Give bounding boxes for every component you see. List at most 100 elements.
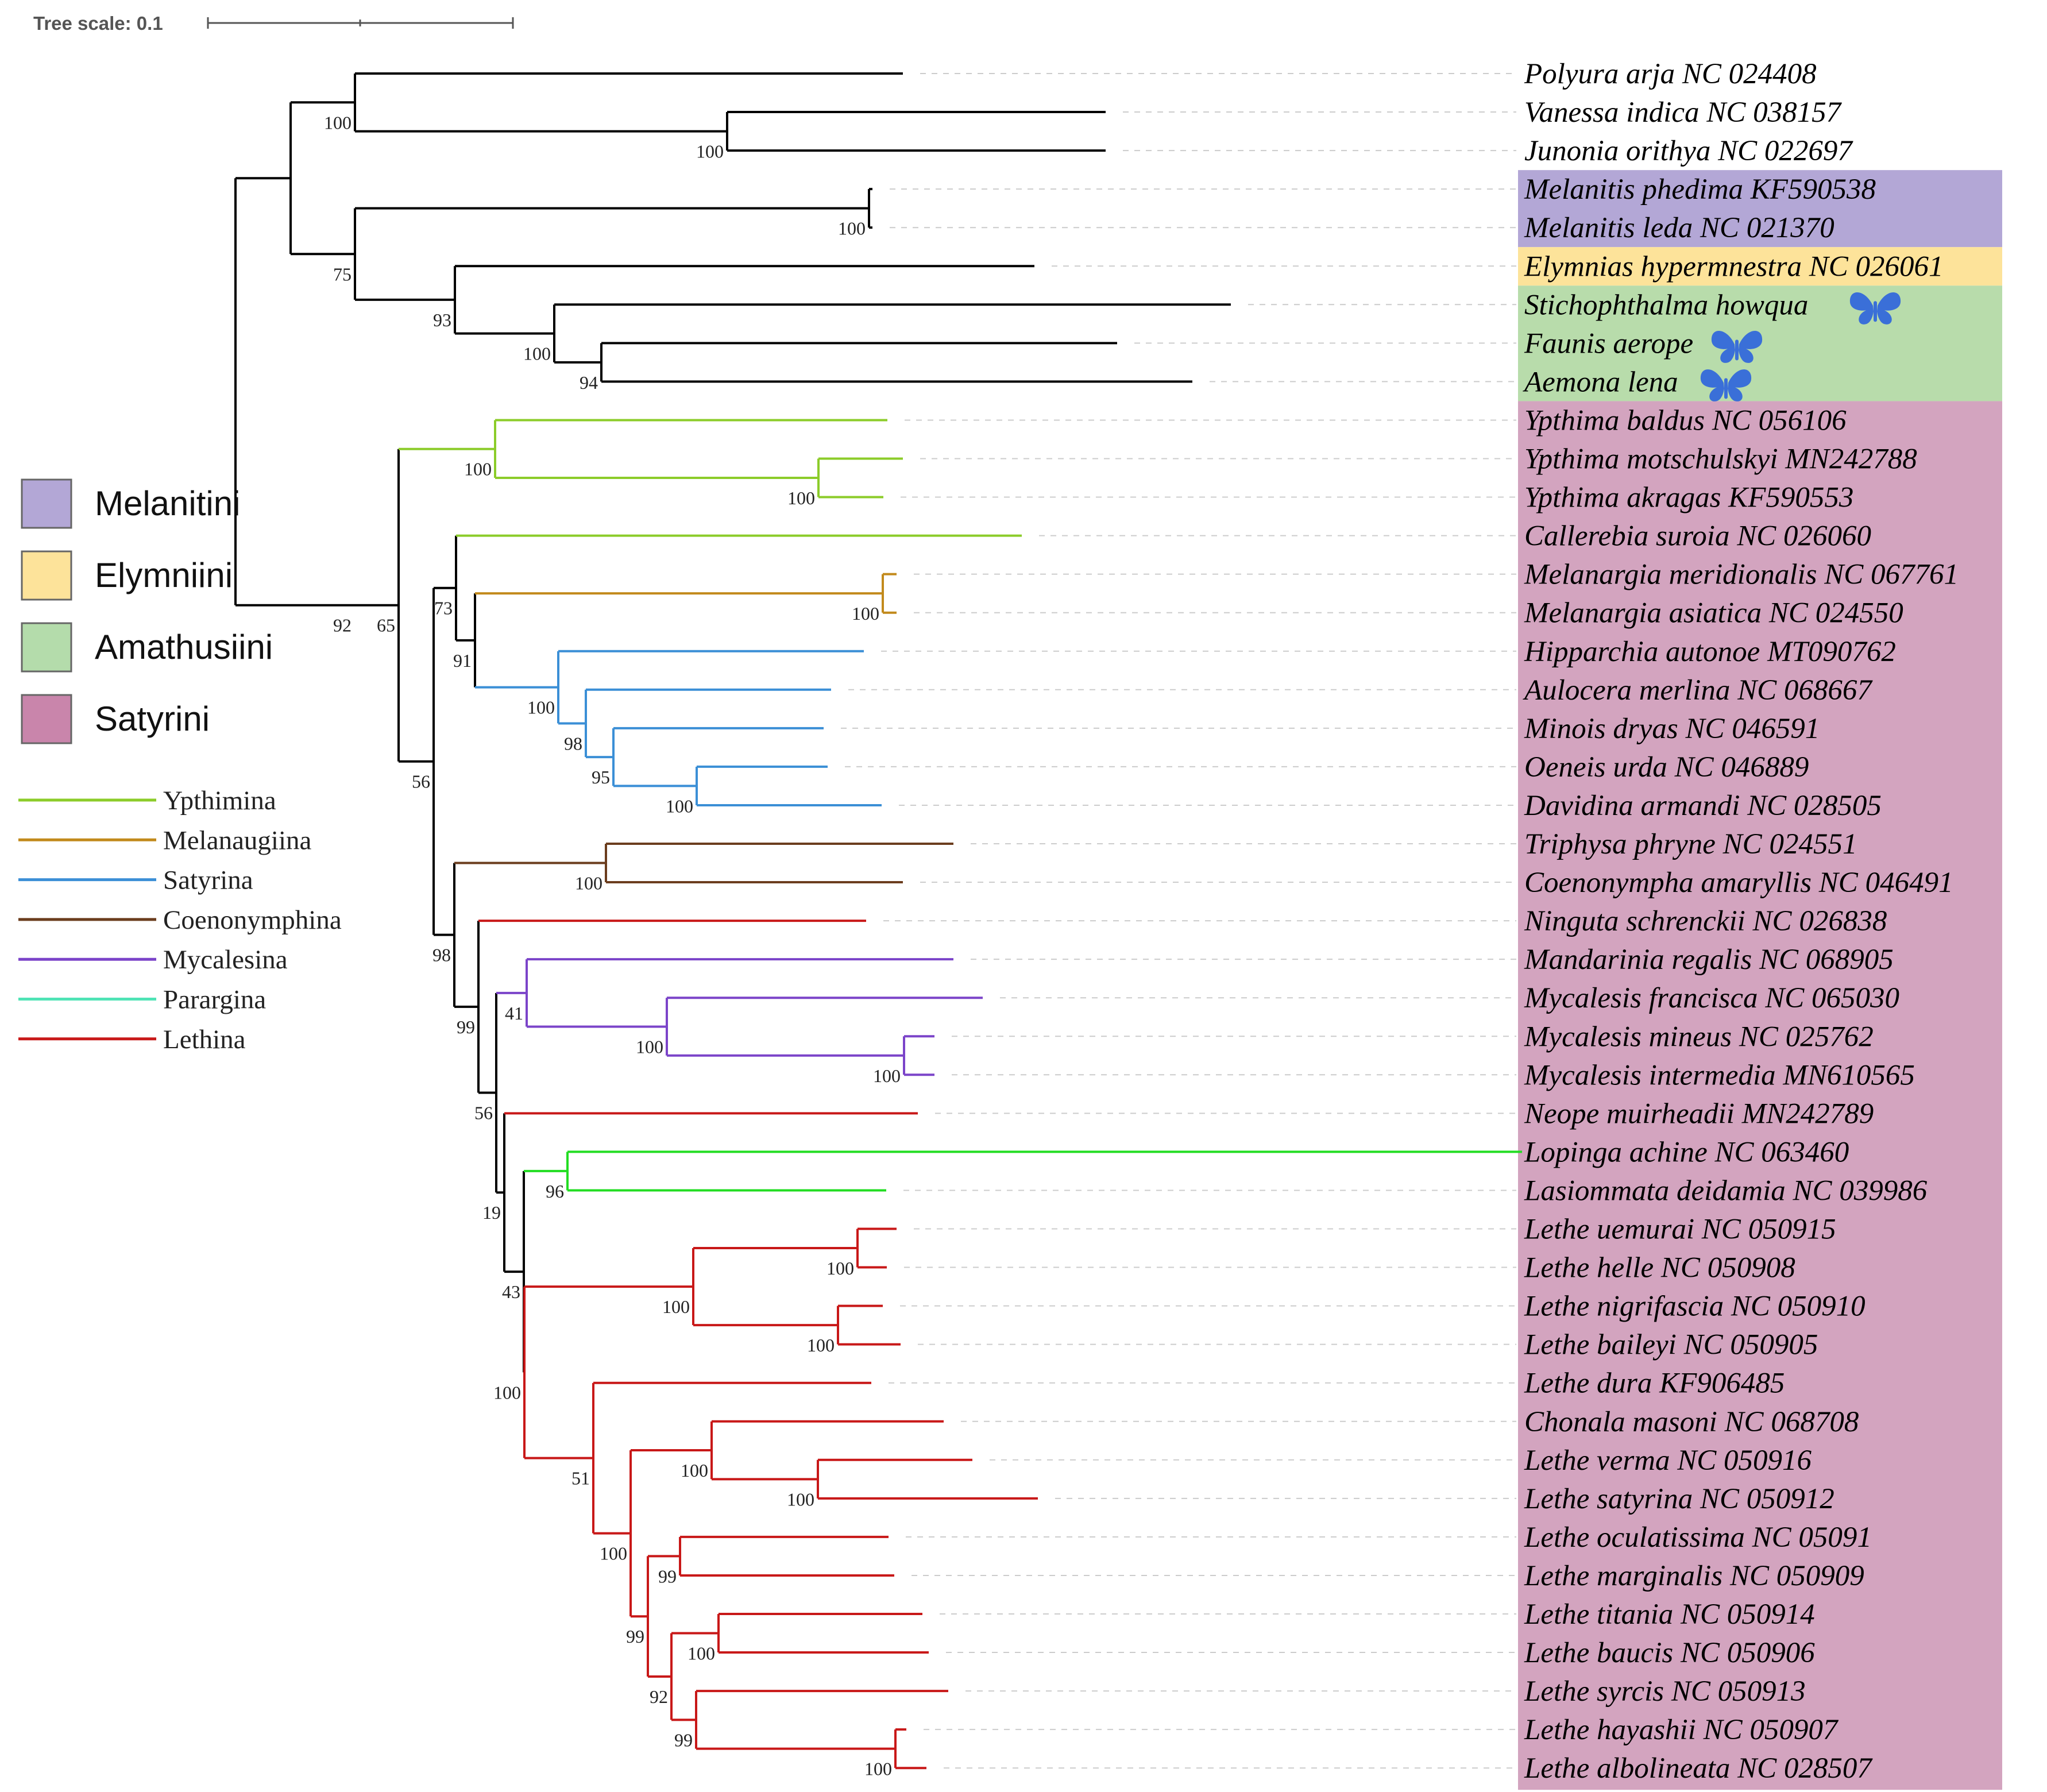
- taxon-label: Ninguta schrenckii NC 026838: [1524, 905, 1887, 937]
- highlight-elymniini: [1518, 247, 2002, 286]
- legend-subtribe-label: Coenonymphina: [163, 905, 342, 935]
- taxon-label: Vanessa indica NC 038157: [1524, 96, 1843, 129]
- legend-subtribe-label: Ypthimina: [163, 786, 276, 816]
- bootstrap-value: 100: [807, 1335, 835, 1355]
- bootstrap-value: 100: [787, 488, 815, 508]
- taxon-label: Ypthima baldus NC 056106: [1524, 404, 1847, 437]
- bootstrap-value: 73: [434, 598, 453, 619]
- legend-swatch: [21, 478, 72, 529]
- bootstrap-value: 75: [333, 264, 352, 284]
- taxon-label: Lethe verma NC 050916: [1524, 1445, 1812, 1477]
- taxon-label: Lethe nigrifascia NC 050910: [1524, 1291, 1866, 1323]
- bootstrap-value: 99: [658, 1566, 677, 1586]
- legend-subtribe-label: Melanaugiina: [163, 825, 312, 855]
- butterfly-wing: [1700, 369, 1724, 401]
- butterfly-icon: [1849, 292, 1901, 325]
- taxon-label: Melanitis phedima KF590538: [1524, 173, 1876, 206]
- butterfly-body: [1874, 301, 1877, 322]
- bootstrap-value: 95: [592, 767, 610, 787]
- tree-scale: Tree scale: 0.1: [33, 13, 514, 34]
- bootstrap-value: 51: [571, 1468, 590, 1489]
- bootstrap-value: 99: [674, 1729, 693, 1750]
- taxon-label: Lethe uemurai NC 050915: [1524, 1214, 1836, 1246]
- taxon-label: Lethe satyrina NC 050912: [1524, 1483, 1834, 1515]
- taxon-label: Junonia orithya NC 022697: [1524, 135, 1853, 167]
- bootstrap-value: 100: [493, 1382, 521, 1403]
- bootstrap-value: 96: [546, 1181, 564, 1202]
- taxon-label: Ypthima akragas KF590553: [1524, 482, 1853, 514]
- taxon-label: Melanargia meridionalis NC 067761: [1524, 559, 1959, 591]
- butterfly-wing: [1728, 369, 1752, 401]
- taxon-label: Minois dryas NC 046591: [1524, 713, 1820, 745]
- bootstrap-value: 100: [864, 1759, 892, 1779]
- legend-swatch: [21, 550, 72, 601]
- bootstrap-value: 100: [873, 1065, 901, 1086]
- legend: MelanitiniElymniiniAmathusiiniSatyriniYp…: [18, 478, 342, 1055]
- taxon-label: Mycalesis francisca NC 065030: [1524, 982, 1899, 1014]
- bootstrap-value: 100: [662, 1296, 690, 1317]
- taxon-label: Lethe dura KF906485: [1524, 1368, 1785, 1400]
- taxon-label: Mycalesis intermedia MN610565: [1524, 1059, 1915, 1091]
- legend-swatch: [21, 694, 72, 744]
- taxon-label: Mycalesis mineus NC 025762: [1524, 1021, 1874, 1053]
- taxon-label: Stichophthalma howqua: [1524, 289, 1808, 321]
- taxon-label: Aulocera merlina NC 068667: [1523, 674, 1873, 706]
- butterfly-icon: [1711, 331, 1763, 363]
- bootstrap-value: 41: [505, 1003, 523, 1024]
- tree-scale-label: Tree scale: 0.1: [33, 13, 163, 34]
- butterfly-wing: [1849, 292, 1874, 325]
- bootstrap-value: 100: [787, 1489, 814, 1509]
- bootstrap-value: 56: [412, 771, 430, 792]
- taxon-label: Callerebia suroia NC 026060: [1524, 520, 1871, 553]
- taxon-label: Elymnias hypermnestra NC 026061: [1524, 250, 1944, 283]
- bootstrap-value: 92: [333, 615, 352, 636]
- bootstrap-value: 100: [636, 1036, 663, 1057]
- bootstrap-value: 92: [650, 1686, 668, 1707]
- bootstrap-value: 56: [474, 1103, 493, 1123]
- taxon-label: Mandarinia regalis NC 068905: [1524, 944, 1894, 976]
- bootstrap-value: 99: [457, 1017, 475, 1037]
- bootstrap-value: 91: [453, 650, 472, 671]
- butterfly-wing: [1877, 292, 1901, 325]
- taxon-label: Lethe baileyi NC 050905: [1524, 1329, 1818, 1361]
- legend-tribe-label: Melanitini: [95, 484, 240, 523]
- legend-tribe-label: Elymniini: [95, 556, 233, 594]
- legend-subtribe-label: Mycalesina: [163, 945, 288, 975]
- taxon-label: Lethe baucis NC 050906: [1524, 1637, 1815, 1669]
- bootstrap-value: 100: [523, 343, 551, 364]
- bootstrap-value: 99: [626, 1626, 644, 1647]
- bootstrap-value: 19: [482, 1202, 501, 1223]
- tree-branches: [234, 72, 1522, 1770]
- legend-tribe-label: Amathusiini: [95, 628, 273, 666]
- bootstrap-value: 94: [580, 372, 598, 393]
- bootstrap-value: 100: [688, 1643, 715, 1664]
- taxon-label: Hipparchia autonoe MT090762: [1524, 636, 1896, 668]
- bootstrap-value: 98: [432, 945, 451, 965]
- taxon-label: Polyura arja NC 024408: [1524, 58, 1817, 90]
- legend-swatch: [21, 622, 72, 673]
- legend-subtribe-label: Parargina: [163, 985, 266, 1015]
- taxon-label: Faunis aerope: [1524, 327, 1693, 360]
- bootstrap-value: 100: [696, 141, 724, 162]
- bootstrap-value: 93: [433, 310, 451, 330]
- bootstrap-value: 100: [826, 1258, 854, 1279]
- bootstrap-value: 100: [666, 795, 693, 816]
- legend-subtribe-label: Lethina: [163, 1025, 246, 1055]
- taxon-label: Neope muirheadii MN242789: [1524, 1098, 1874, 1130]
- butterfly-icon: [1700, 369, 1752, 401]
- taxon-label: Aemona lena: [1523, 366, 1678, 398]
- bootstrap-value: 100: [527, 697, 555, 718]
- taxon-label: Coenonympha amaryllis NC 046491: [1524, 867, 1953, 899]
- taxon-label: Lopinga achine NC 063460: [1524, 1136, 1849, 1168]
- bootstrap-value: 98: [564, 733, 582, 754]
- highlight-melanitini: [1518, 170, 2002, 248]
- taxon-label: Lasiommata deidamia NC 039986: [1524, 1175, 1928, 1207]
- butterfly-body: [1724, 378, 1728, 399]
- highlight-satyrini: [1518, 401, 2002, 1790]
- taxon-label: Lethe hayashii NC 050907: [1524, 1714, 1839, 1746]
- tribe-highlight-boxes: [1518, 170, 2002, 1790]
